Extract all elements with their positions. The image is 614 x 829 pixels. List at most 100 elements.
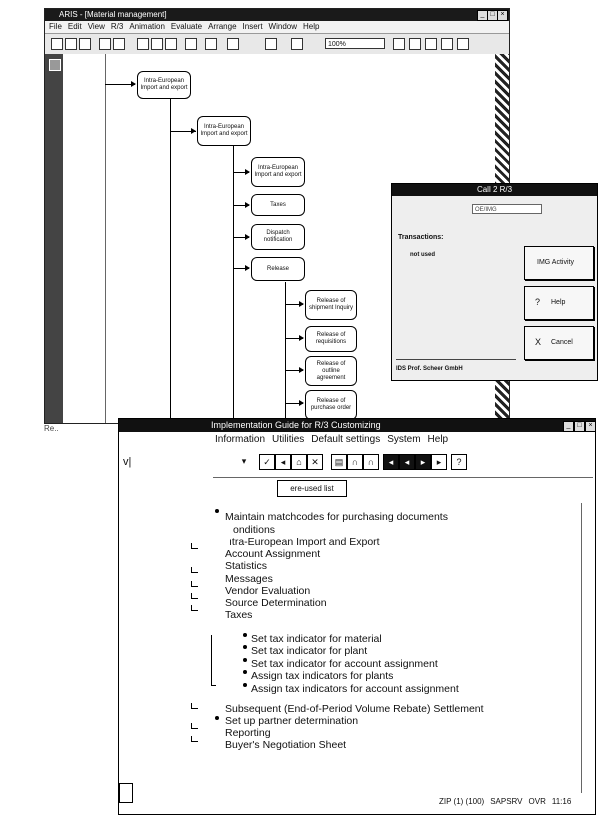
- zoom-select[interactable]: 100%: [325, 38, 385, 49]
- img-activity[interactable]: Set tax indicator for plant: [251, 645, 368, 657]
- preview-icon[interactable]: [113, 38, 125, 50]
- menu-system[interactable]: System: [387, 434, 421, 445]
- redo-icon[interactable]: [205, 38, 217, 50]
- menu-animation[interactable]: Animation: [129, 22, 165, 31]
- menu-information[interactable]: Information: [215, 434, 266, 445]
- first-page-icon[interactable]: ◂: [383, 454, 399, 470]
- next-page-icon[interactable]: ▸: [415, 454, 431, 470]
- tree-item[interactable]: Maintain matchcodes for purchasing docum…: [225, 511, 448, 523]
- process-node[interactable]: Intra-European Import and export: [251, 157, 305, 187]
- process-node[interactable]: Taxes: [251, 194, 305, 216]
- menu-default-settings[interactable]: Default settings: [311, 434, 381, 445]
- menu-r3[interactable]: R/3: [110, 22, 124, 31]
- minimize-icon[interactable]: _: [563, 421, 574, 432]
- tree-item[interactable]: Messages: [225, 573, 273, 585]
- menu-help[interactable]: Help: [303, 22, 320, 31]
- menu-evaluate[interactable]: Evaluate: [170, 22, 203, 31]
- process-node[interactable]: Release of shipment Inquiry: [305, 290, 357, 320]
- exit-icon[interactable]: ⌂: [291, 454, 307, 470]
- folder-icon[interactable]: [191, 543, 198, 549]
- cut-icon[interactable]: [137, 38, 149, 50]
- process-node[interactable]: Release: [251, 257, 305, 281]
- help-button[interactable]: ? Help: [524, 286, 594, 320]
- menu-help[interactable]: Help: [427, 434, 449, 445]
- tree-item[interactable]: Subsequent (End-of-Period Volume Rebate)…: [225, 703, 484, 715]
- menu-arrange[interactable]: Arrange: [208, 22, 237, 31]
- tree-item[interactable]: ıtra-European Import and Export: [229, 536, 380, 548]
- menu-edit[interactable]: Edit: [67, 22, 82, 31]
- process-node[interactable]: Intra-European Import and export: [197, 116, 251, 146]
- print-icon[interactable]: ▤: [331, 454, 347, 470]
- zoom-fit-icon[interactable]: [425, 38, 437, 50]
- doc-icon-column: [211, 635, 216, 686]
- process-node[interactable]: Release of outline agreement: [305, 356, 357, 386]
- back-icon[interactable]: ◂: [275, 454, 291, 470]
- dropdown-icon[interactable]: ▾: [237, 454, 251, 468]
- img-activity[interactable]: Set tax indicator for material: [251, 633, 382, 645]
- folder-icon[interactable]: [191, 736, 198, 742]
- connector: [285, 370, 303, 371]
- open-icon[interactable]: [65, 38, 77, 50]
- lightbulb-icon[interactable]: [291, 38, 303, 50]
- cancel-icon[interactable]: ✕: [307, 454, 323, 470]
- folder-icon[interactable]: [191, 567, 198, 573]
- last-page-icon[interactable]: ▸: [431, 454, 447, 470]
- img-activity[interactable]: Assign tax indicators for account assign…: [251, 683, 459, 695]
- zoom-in-icon[interactable]: [393, 38, 405, 50]
- img-activity[interactable]: Set tax indicator for account assignment: [251, 658, 438, 670]
- img-activity-button[interactable]: IMG Activity: [524, 246, 594, 280]
- cancel-button[interactable]: X Cancel: [524, 326, 594, 360]
- command-field-marker[interactable]: v|: [123, 456, 132, 468]
- folder-icon[interactable]: [191, 581, 198, 587]
- folder-icon[interactable]: [191, 723, 198, 729]
- tree-item[interactable]: Taxes: [225, 609, 253, 621]
- help-icon[interactable]: ?: [451, 454, 467, 470]
- close-icon[interactable]: ×: [497, 10, 508, 21]
- new-icon[interactable]: [51, 38, 63, 50]
- enter-icon[interactable]: ✓: [259, 454, 275, 470]
- find-next-icon[interactable]: ∩: [363, 454, 379, 470]
- print-icon[interactable]: [99, 38, 111, 50]
- menu-view[interactable]: View: [87, 22, 105, 31]
- copy-icon[interactable]: [151, 38, 163, 50]
- tree-item[interactable]: Buyer's Negotiation Sheet: [225, 739, 347, 751]
- tree-item[interactable]: onditions: [233, 524, 276, 536]
- process-node[interactable]: Release of purchase order: [305, 390, 357, 420]
- tree-item[interactable]: Source Determination: [225, 597, 327, 609]
- maximize-icon[interactable]: □: [574, 421, 585, 432]
- process-node[interactable]: Intra-European Import and export: [137, 71, 191, 99]
- properties-icon[interactable]: [457, 38, 469, 50]
- transaction-code-field[interactable]: OE/IMG: [472, 204, 542, 214]
- binoculars-icon[interactable]: [265, 38, 277, 50]
- find-icon[interactable]: ∩: [347, 454, 363, 470]
- menu-file[interactable]: File: [49, 22, 62, 31]
- tree-item[interactable]: Account Assignment: [225, 548, 321, 560]
- grid-icon[interactable]: [441, 38, 453, 50]
- folder-icon[interactable]: [191, 703, 198, 709]
- menu-insert[interactable]: Insert: [242, 22, 263, 31]
- arrow-head: [245, 234, 250, 240]
- bottom-left-scroll-icon[interactable]: [119, 783, 133, 803]
- connector: [285, 282, 286, 421]
- save-icon[interactable]: [79, 38, 91, 50]
- folder-icon[interactable]: [191, 605, 198, 611]
- process-node[interactable]: Dispatch notification: [251, 224, 305, 250]
- paste-icon[interactable]: [165, 38, 177, 50]
- undo-icon[interactable]: [185, 38, 197, 50]
- previous-page-icon[interactable]: ◂: [399, 454, 415, 470]
- menu-window[interactable]: Window: [268, 22, 297, 31]
- tree-item[interactable]: Set up partner determination: [225, 715, 359, 727]
- tree-item[interactable]: Vendor Evaluation: [225, 585, 311, 597]
- process-node[interactable]: Release of requisitions: [305, 326, 357, 352]
- pointer-tool-icon[interactable]: [49, 59, 61, 71]
- menu-utilities[interactable]: Utilities: [272, 434, 305, 445]
- tree-item[interactable]: Reporting: [225, 727, 271, 739]
- img-activity[interactable]: Assign tax indicators for plants: [251, 670, 394, 682]
- insert-object-icon[interactable]: [227, 38, 239, 50]
- img-vertical-scrollbar[interactable]: [581, 503, 592, 793]
- folder-icon[interactable]: [191, 593, 198, 599]
- tree-item[interactable]: Statistics: [225, 560, 268, 572]
- close-icon[interactable]: ×: [585, 421, 596, 432]
- zoom-out-icon[interactable]: [409, 38, 421, 50]
- where-used-list-button[interactable]: ere-used list: [277, 480, 347, 497]
